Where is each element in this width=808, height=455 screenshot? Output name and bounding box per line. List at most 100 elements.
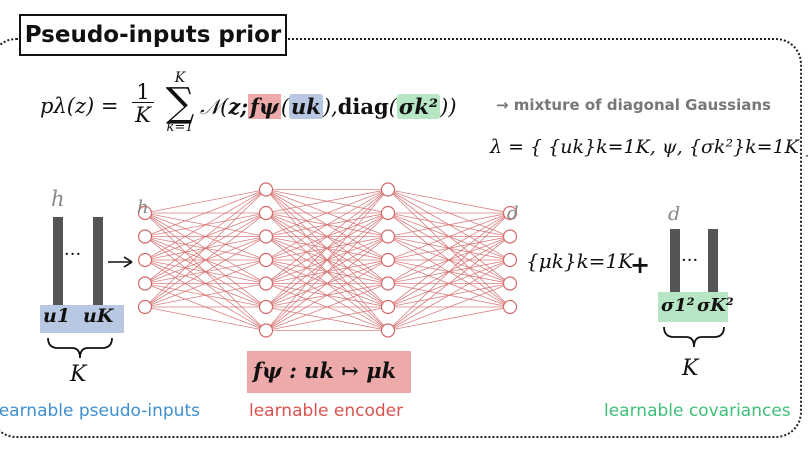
- left-brace: [47, 337, 113, 359]
- network-edge: [144, 283, 267, 308]
- network-edge: [265, 189, 389, 261]
- right-K-label: K: [682, 356, 699, 381]
- formula-close: ): [448, 95, 457, 119]
- fraction-denominator: K: [135, 103, 151, 127]
- network-node: [380, 299, 396, 315]
- formula-f-psi: fψ: [248, 94, 281, 119]
- network-edge: [265, 283, 389, 331]
- title-text: Pseudo-inputs prior: [24, 22, 282, 48]
- network-edge: [387, 212, 511, 284]
- network-edge: [265, 189, 389, 331]
- mixture-note: → mixture of diagonal Gaussians: [496, 96, 771, 114]
- network-edge: [265, 236, 389, 331]
- network-edge: [387, 212, 511, 237]
- network-edge: [144, 212, 267, 308]
- network-node: [137, 229, 153, 244]
- network-edge: [387, 212, 511, 331]
- network-node: [137, 276, 153, 291]
- normal-symbol: 𝒩(: [200, 95, 229, 119]
- sum-bottom: k=1: [166, 120, 194, 135]
- formula-lhs: pλ(z) =: [40, 94, 119, 118]
- network-node: [258, 182, 274, 197]
- network-edge: [265, 189, 389, 214]
- network-edge: [144, 306, 267, 331]
- network-edge: [144, 236, 267, 308]
- left-dots: ···: [64, 244, 82, 265]
- network-node: [258, 229, 274, 244]
- network-edge: [387, 306, 511, 331]
- encoder-highlight: [247, 351, 411, 393]
- network-edge: [387, 259, 511, 331]
- sigma1-bar: [670, 229, 680, 297]
- network-edge: [265, 189, 389, 237]
- network-node: [380, 276, 396, 291]
- uK-bar: [93, 217, 103, 305]
- network-node: [137, 205, 153, 221]
- network-edge: [265, 306, 389, 331]
- network-node: [502, 252, 518, 268]
- right-d-label: d: [668, 203, 681, 225]
- right-brace: [663, 326, 725, 348]
- plus-sign: +: [630, 250, 651, 279]
- network-d-label: d: [507, 203, 519, 224]
- network-edge: [387, 283, 511, 331]
- network-edge: [387, 189, 511, 214]
- network-edge: [387, 236, 511, 331]
- network-edge: [387, 212, 511, 308]
- formula-z: z;: [228, 94, 248, 119]
- sigma-icon: ∑: [165, 80, 195, 126]
- covariances-caption: learnable covariances: [604, 401, 791, 421]
- formula-diag: diag: [337, 94, 389, 119]
- network-node: [380, 252, 396, 268]
- left-h-label: h: [51, 187, 65, 211]
- network-edge: [265, 189, 389, 308]
- network-edge: [265, 259, 389, 331]
- network-edge: [144, 189, 267, 308]
- formula-fraction: 1 K: [132, 80, 154, 127]
- network-node: [258, 252, 274, 268]
- right-dots: ···: [681, 250, 699, 271]
- input-arrow-head: [123, 256, 133, 268]
- formula-sigma-k: σk²: [396, 94, 441, 119]
- left-K-label: K: [70, 362, 87, 387]
- mu-set-label: {μk}k=1K: [526, 249, 634, 273]
- sigmaK-bar: [708, 229, 718, 297]
- sum-top: K: [174, 70, 186, 86]
- network-node: [380, 229, 396, 244]
- network-node: [137, 299, 153, 315]
- section-title: Pseudo-inputs prior: [19, 14, 287, 56]
- network-edge: [387, 212, 511, 261]
- network-edge: [144, 189, 267, 237]
- network-node: [137, 252, 153, 268]
- network-edge: [265, 212, 389, 331]
- network-node: [502, 229, 518, 244]
- network-h-label: h: [137, 197, 149, 218]
- network-edge: [265, 189, 389, 284]
- network-node: [502, 205, 518, 221]
- network-edge: [144, 259, 267, 308]
- network-node: [502, 299, 518, 315]
- network-edge: [144, 189, 267, 214]
- uK-label: uK: [83, 305, 114, 327]
- network-node: [258, 205, 274, 221]
- lambda-definition: λ = { {uk}k=1K, ψ, {σk²}k=1K }: [490, 136, 808, 158]
- pseudo-inputs-highlight: [40, 305, 124, 333]
- network-node: [258, 323, 274, 338]
- network-node: [380, 205, 396, 221]
- frame-border: [0, 38, 802, 438]
- pseudo-inputs-caption: learnable pseudo-inputs: [0, 401, 200, 421]
- network-node: [502, 276, 518, 291]
- sigma1-label: σ1²: [661, 295, 695, 316]
- formula-body: 𝒩(z;fψ(uk),diag(σk²)): [200, 94, 457, 119]
- covariances-highlight: [658, 292, 728, 322]
- encoder-caption: learnable encoder: [249, 401, 404, 421]
- fraction-numerator: 1: [136, 80, 150, 104]
- network-node: [380, 182, 396, 197]
- prior-formula: pλ(z) = 1 K K ∑ k=1 𝒩(z;fψ(uk),diag(σk²)…: [40, 70, 510, 150]
- network-edge: [144, 189, 267, 284]
- formula-u-k: uk: [289, 94, 323, 119]
- u1-bar: [53, 217, 63, 305]
- network-node: [380, 323, 396, 338]
- network-node: [258, 276, 274, 291]
- encoder-label: fψ : uk ↦ μk: [253, 358, 397, 383]
